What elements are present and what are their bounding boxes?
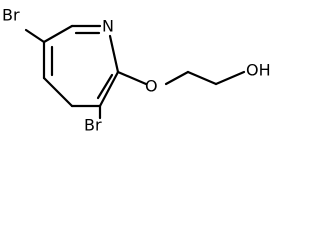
atom-label-oh: OH xyxy=(246,61,271,80)
ring-bond-c5-c6 xyxy=(42,24,74,44)
atom-label-br-top: Br xyxy=(2,6,20,25)
structure-svg: Br N O OH Br xyxy=(2,6,271,135)
bond-ch2-oh xyxy=(214,70,246,86)
ring-bond-c4-c5 xyxy=(42,76,74,108)
ring-bond-c2-c3 xyxy=(98,70,120,108)
bond-o-ch2 xyxy=(164,70,190,86)
bond-c2-o xyxy=(116,70,148,86)
ring-double-bond-3 xyxy=(96,73,114,100)
bond-ch2-ch2 xyxy=(186,70,218,86)
atom-label-o-ether: O xyxy=(145,77,158,96)
atom-label-n: N xyxy=(102,17,114,36)
ring-bond-n1-c2 xyxy=(108,34,120,74)
bond-c5-br-top xyxy=(24,28,46,44)
molecule-diagram: Br N O OH Br xyxy=(0,0,274,137)
atom-label-br-bottom: Br xyxy=(84,116,102,135)
